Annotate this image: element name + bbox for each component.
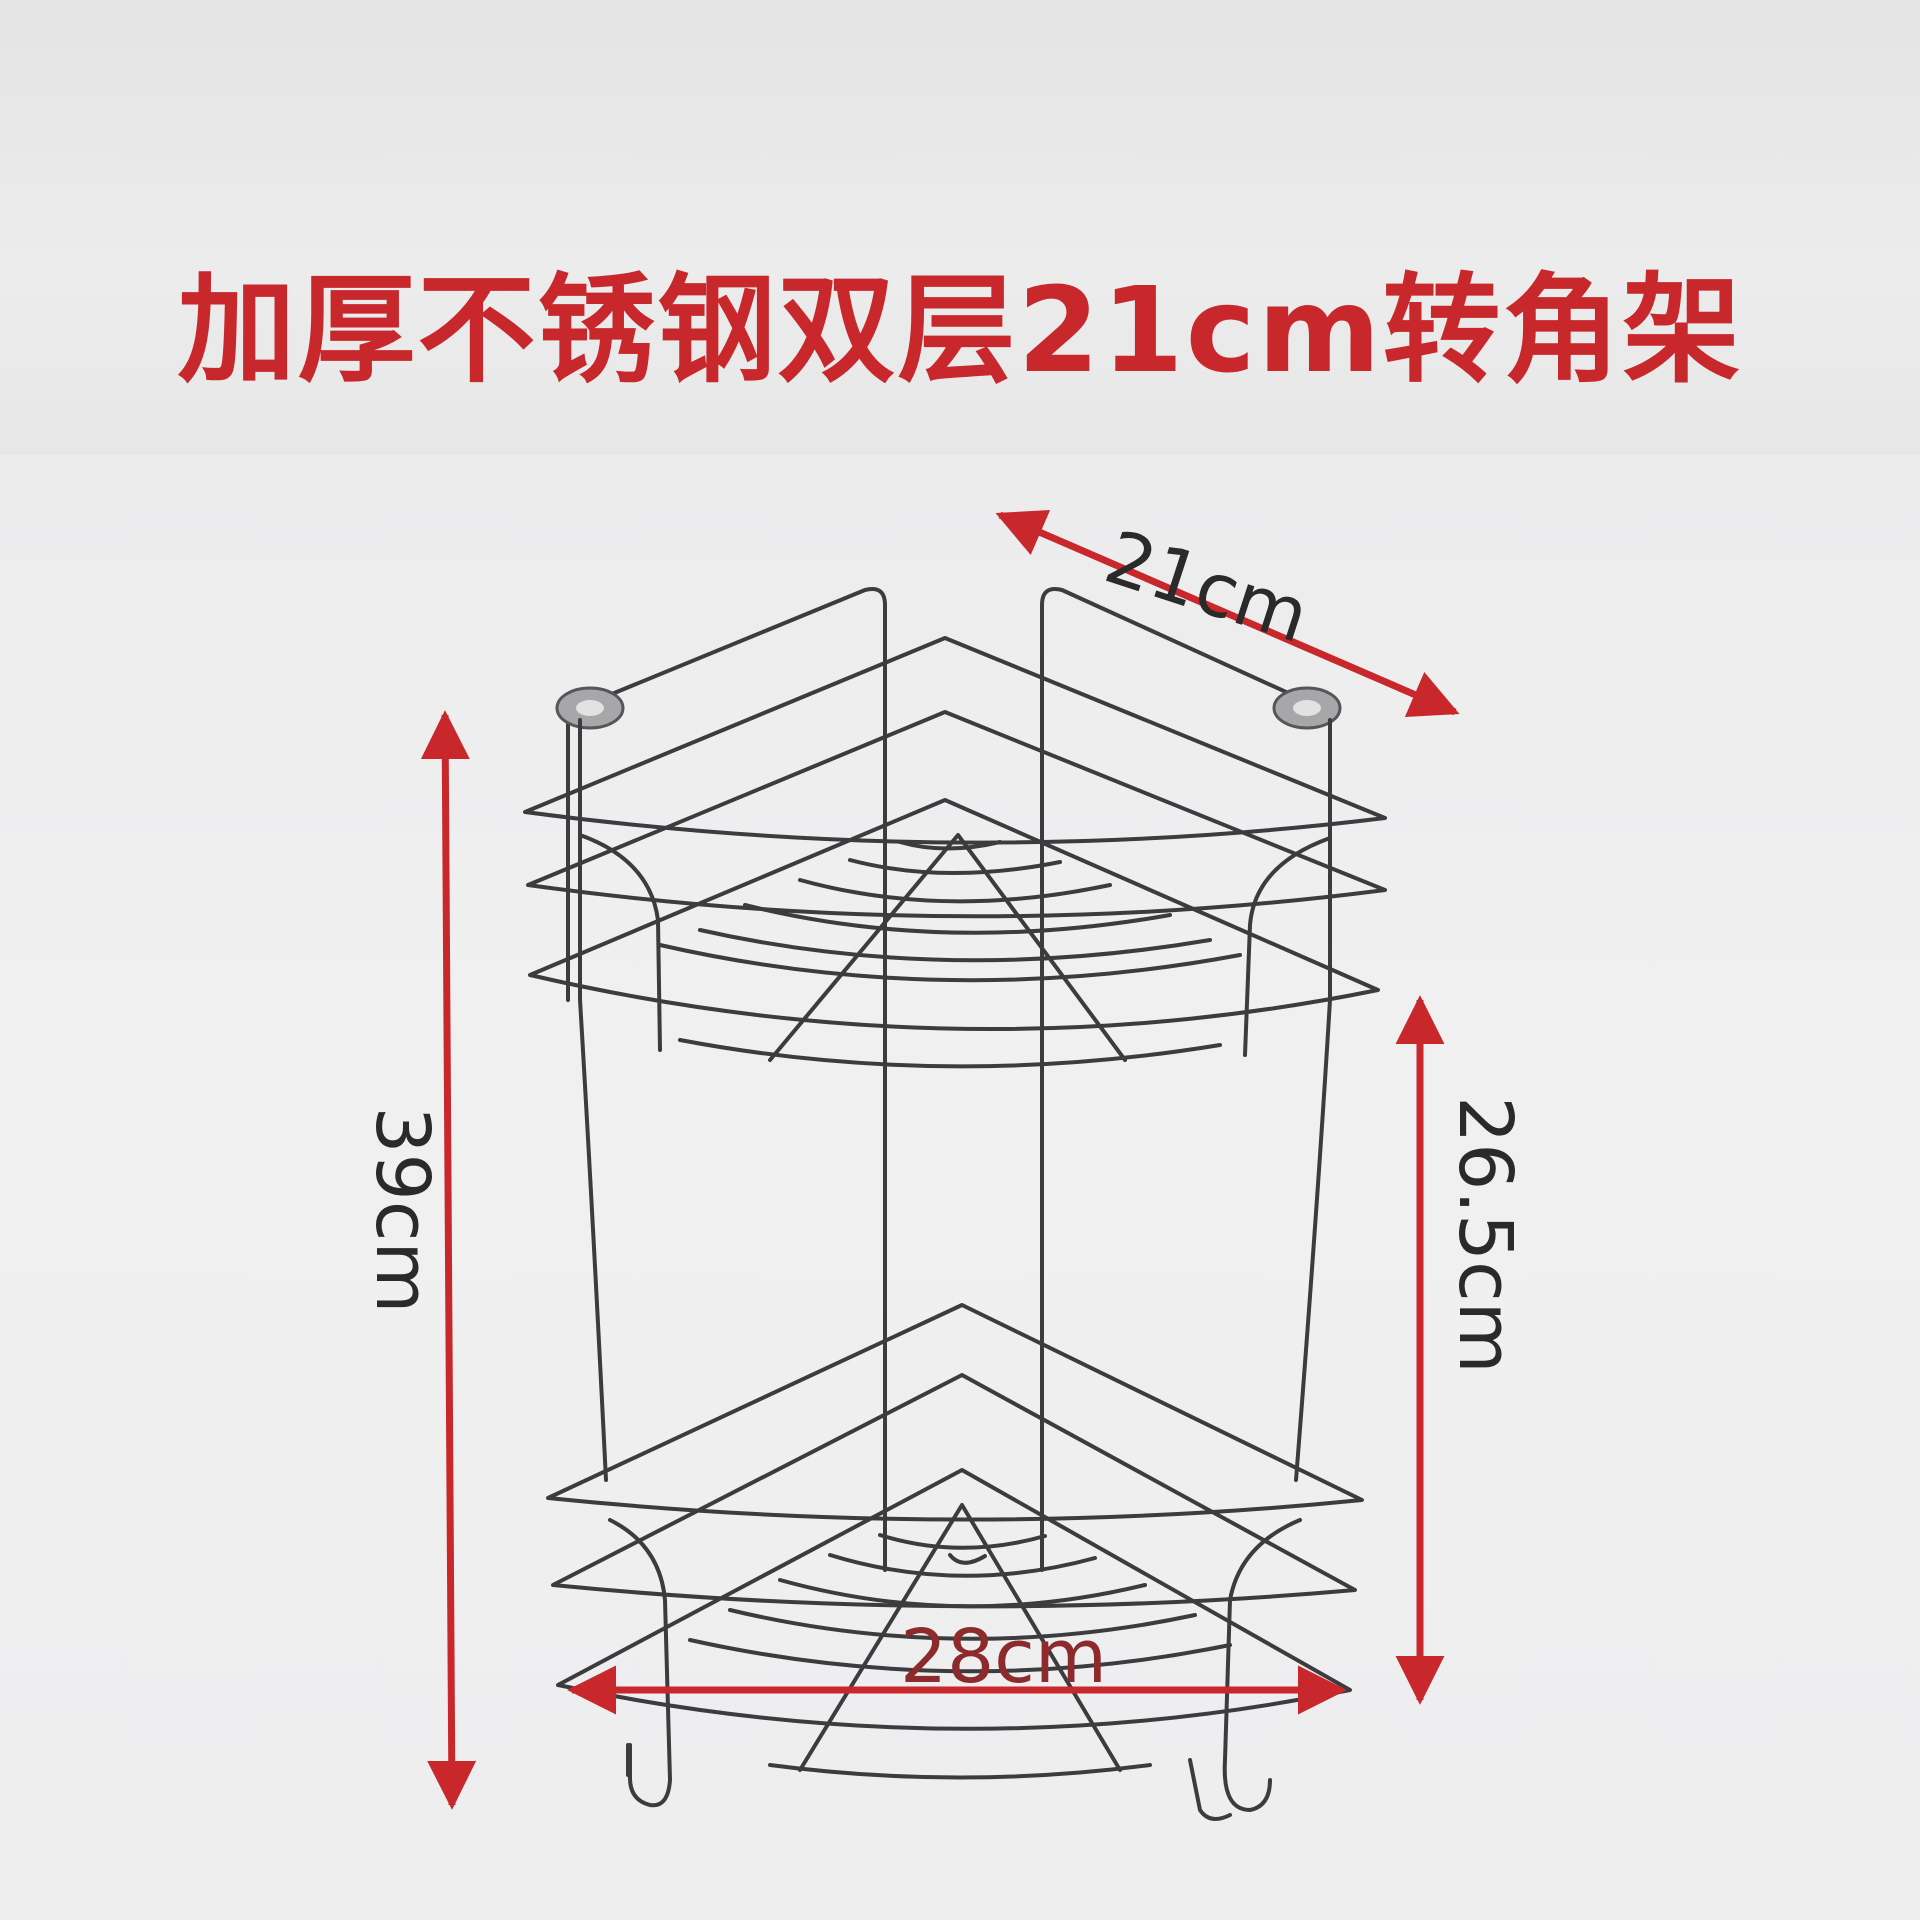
top-shelf-rail-3 <box>528 798 1380 1032</box>
depth-label: 28cm <box>900 1614 1107 1700</box>
width-arrow <box>995 510 1460 717</box>
height-label: 39cm <box>359 1106 445 1314</box>
right-post <box>1294 718 1332 1482</box>
product-title: 加厚不锈钢双层21cm转角架 <box>177 261 1743 399</box>
header-band <box>0 0 1920 455</box>
top-shelf-rail-2 <box>526 710 1387 919</box>
dimension-arrows <box>420 510 1460 1810</box>
left-back-frame <box>566 587 887 1572</box>
shelf-spacing-label: 26.5cm <box>1442 1096 1528 1374</box>
top-shelf <box>523 636 1387 1069</box>
left-post <box>578 718 608 1482</box>
height-arrow <box>420 710 477 1810</box>
bottom-shelf-rail-1 <box>546 1303 1364 1522</box>
bottom-shelf <box>546 1303 1364 1821</box>
bottom-shelf-rail-2 <box>551 1373 1357 1609</box>
top-shelf-rail-1 <box>523 636 1387 845</box>
